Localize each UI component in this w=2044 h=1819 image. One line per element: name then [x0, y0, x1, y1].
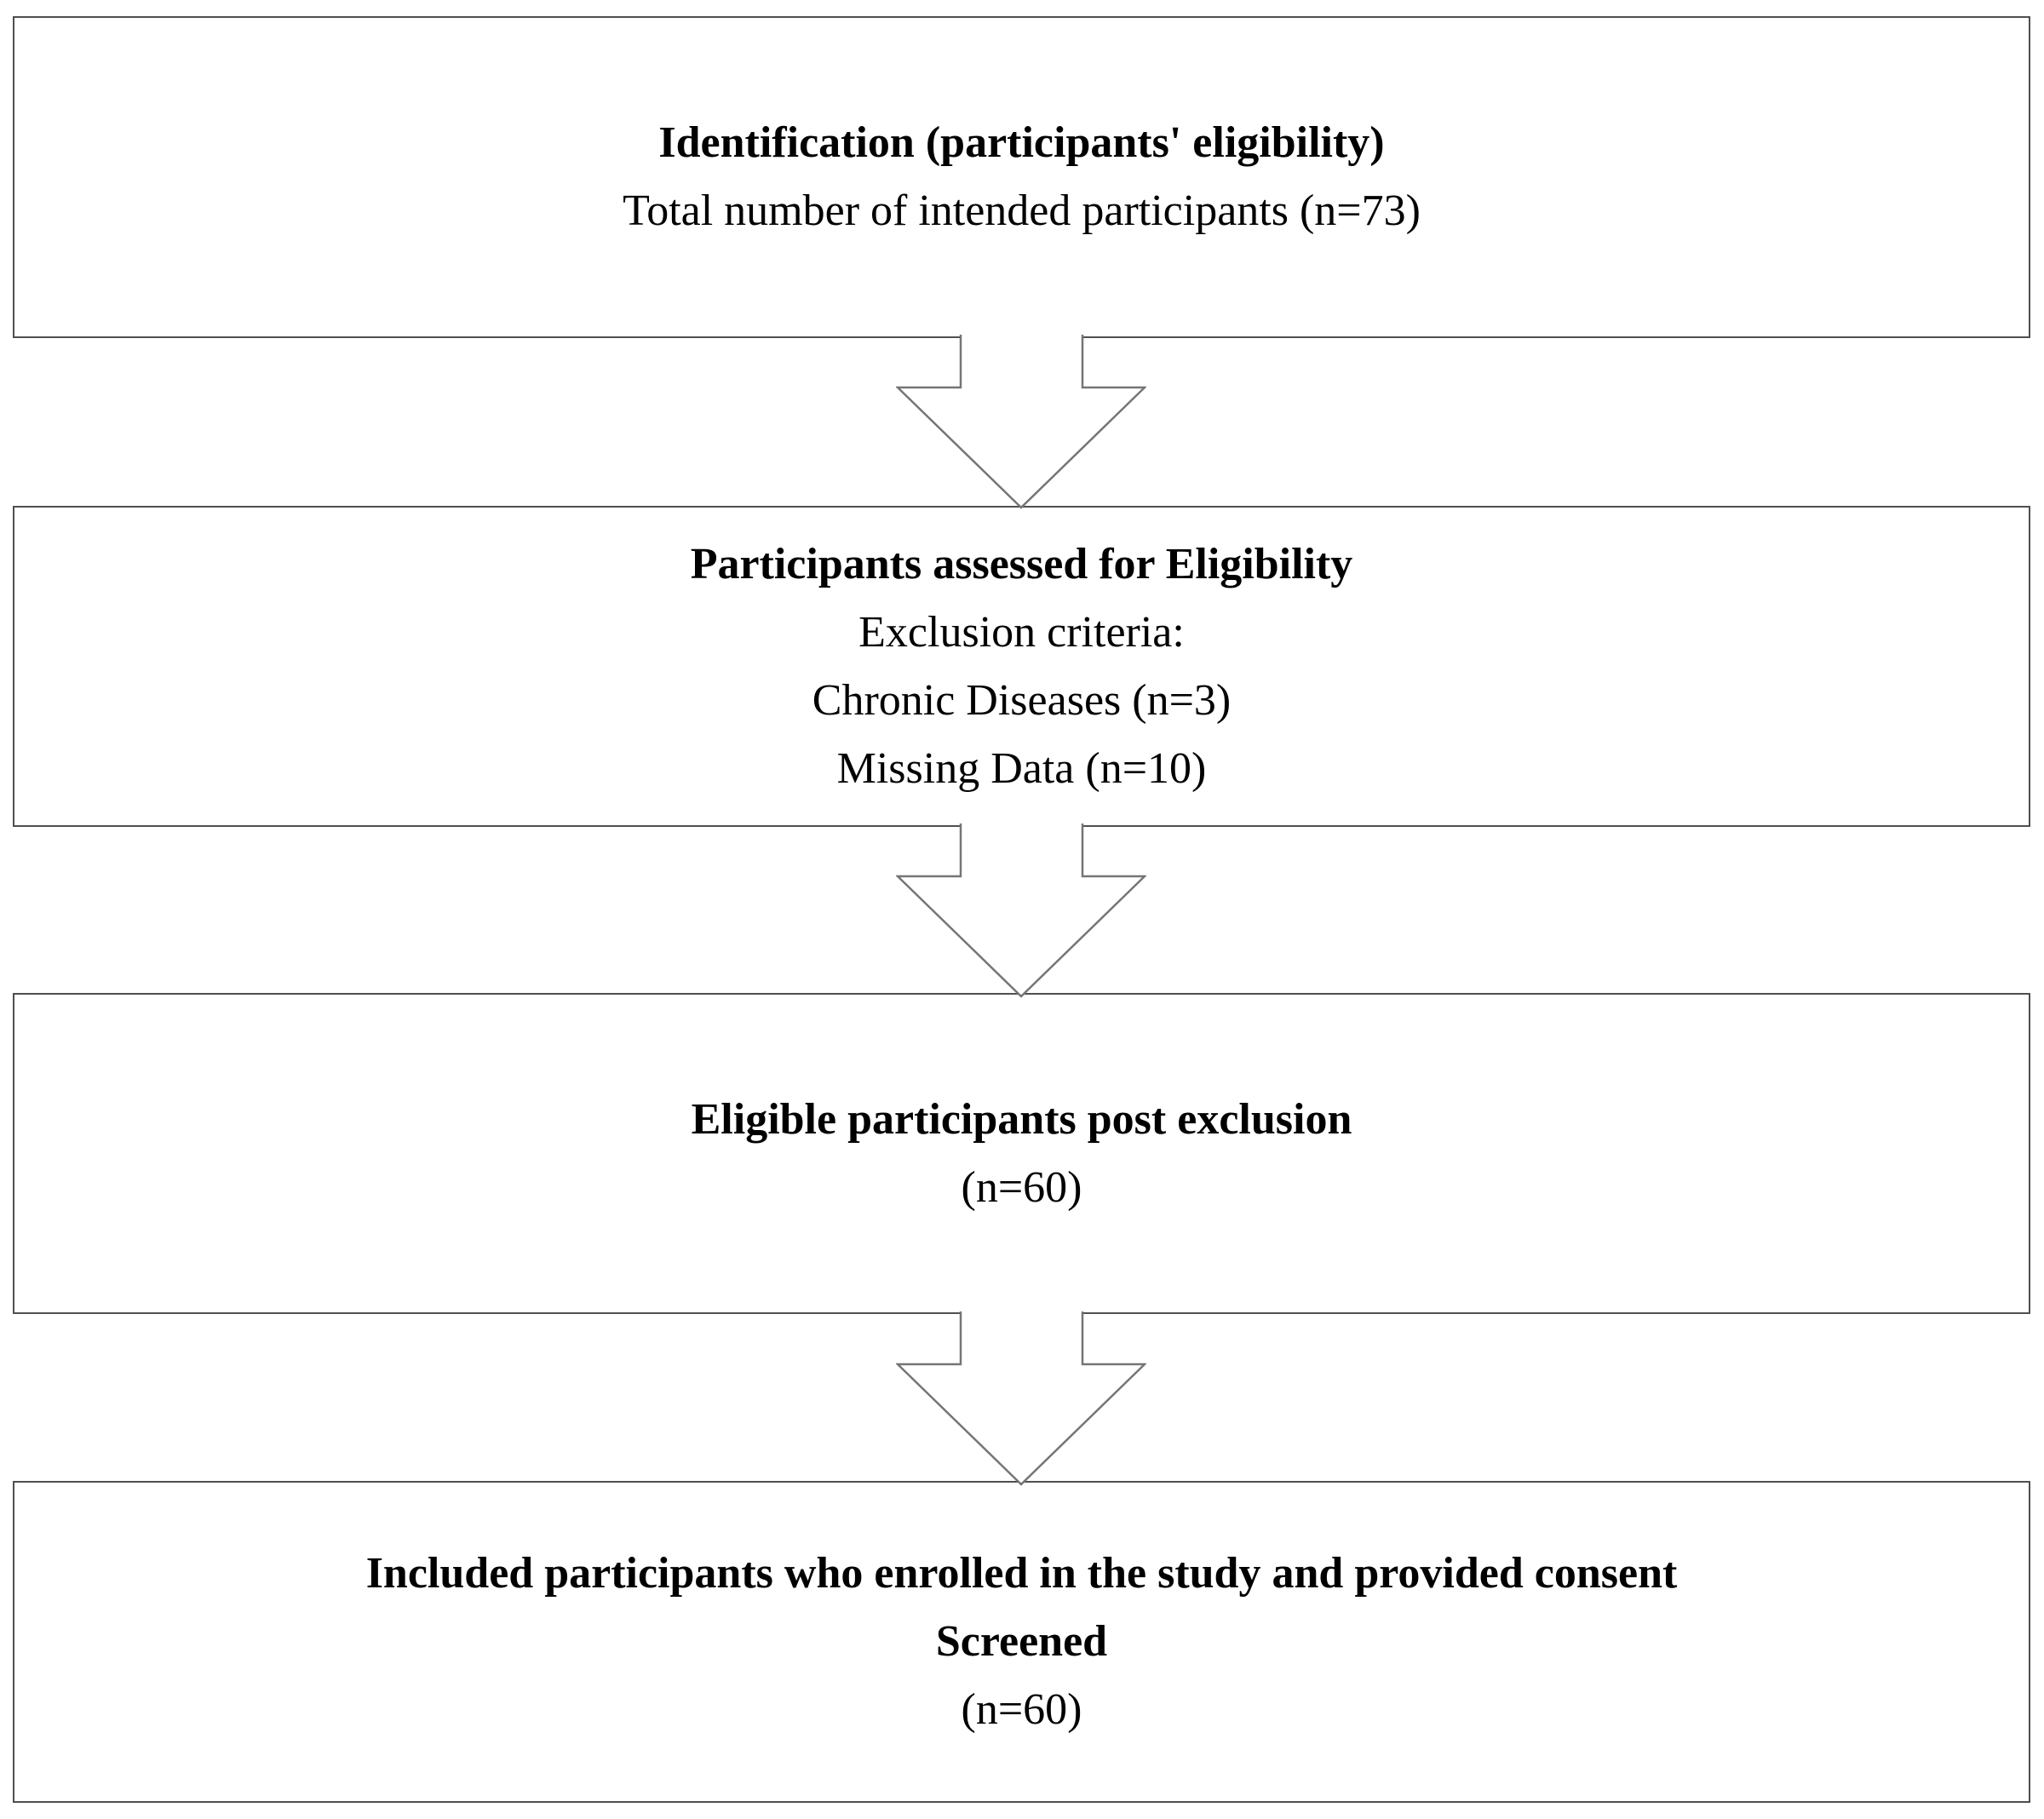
box-assessment-chronic-diseases: Chronic Diseases (n=3) — [812, 675, 1232, 725]
box-assessment-missing-data: Missing Data (n=10) — [836, 743, 1207, 793]
down-arrow-icon-3 — [896, 1311, 1146, 1487]
box-post-exclusion-title: Eligible participants post exclusion — [691, 1094, 1352, 1144]
flow-box-post-exclusion: Eligible participants post exclusion (n=… — [13, 993, 2030, 1314]
flow-box-eligibility-assessment: Participants assessed for Eligibility Ex… — [13, 506, 2030, 827]
box-included-title: Included participants who enrolled in th… — [365, 1549, 1678, 1598]
down-arrow-icon-2 — [896, 823, 1146, 999]
flow-box-identification: Identification (participants' eligibilit… — [13, 16, 2030, 338]
box-assessment-title: Participants assessed for Eligibility — [690, 539, 1353, 588]
box-assessment-exclusion-criteria-label: Exclusion criteria: — [858, 607, 1185, 657]
box-included-screened-label: Screened — [935, 1617, 1108, 1666]
box-identification-title: Identification (participants' eligibilit… — [658, 118, 1385, 167]
box-identification-detail: Total number of intended participants (n… — [623, 186, 1421, 235]
down-arrow-icon-1 — [896, 335, 1146, 510]
flow-box-included-enrolled: Included participants who enrolled in th… — [13, 1481, 2030, 1803]
box-post-exclusion-count: (n=60) — [961, 1162, 1082, 1212]
box-included-count: (n=60) — [961, 1685, 1082, 1734]
